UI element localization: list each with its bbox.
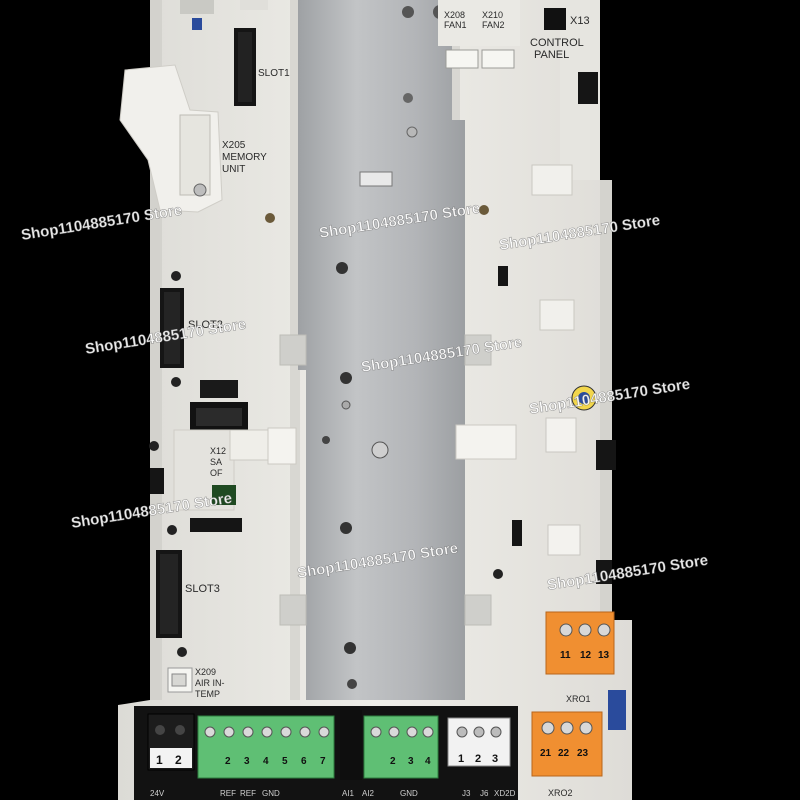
- x208-fan-label: FAN1: [444, 20, 467, 30]
- x12-label: X12: [210, 446, 226, 456]
- x13-connector: [544, 8, 566, 30]
- white-terminal: 1 2 3: [447, 717, 511, 767]
- xro2-pin-23: 23: [577, 748, 589, 759]
- black-terminal: 1 2: [147, 713, 195, 771]
- bottom-label-j6: J6: [480, 789, 489, 798]
- green1-pin-3: 3: [244, 756, 250, 767]
- xro2-pin-22: 22: [558, 748, 570, 759]
- x209-temp-label: TEMP: [195, 689, 220, 699]
- xro2-pin-21: 21: [540, 748, 552, 759]
- bottom-label-ref2: REF: [240, 789, 256, 798]
- x205-unit-label: UNIT: [222, 164, 245, 175]
- slot1-label: SLOT1: [258, 68, 290, 79]
- x205-memory-label: MEMORY: [222, 152, 267, 163]
- control-label: CONTROL: [530, 37, 584, 49]
- slot3-header: [156, 550, 182, 638]
- green-terminal-2: 2 3 4: [363, 715, 439, 779]
- green2-pin-3: 3: [408, 756, 414, 767]
- black-terminal-pin-2: 2: [175, 753, 182, 767]
- panel-label: PANEL: [534, 49, 569, 61]
- slot2-header: [160, 288, 184, 368]
- green1-pin-7: 7: [320, 756, 326, 767]
- x12-of-label: OF: [210, 468, 223, 478]
- xro1-label: XRO1: [566, 694, 591, 704]
- xro1-pin-11: 11: [560, 650, 571, 661]
- slot3-label: SLOT3: [185, 583, 220, 595]
- bottom-label-gnd1: GND: [262, 789, 280, 798]
- x210-label: X210: [482, 10, 503, 20]
- bottom-label-ai2: AI2: [362, 789, 375, 798]
- bottom-label-xd2d: XD2D: [494, 789, 516, 798]
- green1-pin-6: 6: [301, 756, 307, 767]
- x12-sa-label: SA: [210, 457, 222, 467]
- bottom-label-ref1: REF: [220, 789, 236, 798]
- xro1-pin-12: 12: [580, 650, 592, 661]
- xro2-label: XRO2: [548, 788, 573, 798]
- bottom-label-24v: 24V: [150, 789, 165, 798]
- xro2-terminal: 21 22 23: [531, 711, 603, 777]
- x13-label: X13: [570, 15, 590, 27]
- x209-air-label: AIR IN-: [195, 678, 225, 688]
- x210-fan-label: FAN2: [482, 20, 505, 30]
- memory-unit: [119, 64, 223, 213]
- green1-pin-5: 5: [282, 756, 288, 767]
- xro1-pin-13: 13: [598, 650, 610, 661]
- x209-label: X209: [195, 667, 216, 677]
- black-terminal-pin-1: 1: [156, 753, 163, 767]
- green2-pin-2: 2: [390, 756, 396, 767]
- x205-label: X205: [222, 140, 246, 151]
- white-pin-2: 2: [475, 753, 481, 765]
- bottom-label-ai1: AI1: [342, 789, 355, 798]
- white-pin-1: 1: [458, 753, 464, 765]
- green-terminal-1: 2 3 4 5 6 7: [197, 715, 335, 779]
- green2-pin-4: 4: [425, 756, 431, 767]
- slot2-label: SLOT2: [188, 319, 223, 331]
- slot1-header: [234, 28, 256, 106]
- x208-label: X208: [444, 10, 465, 20]
- bottom-label-gnd2: GND: [400, 789, 418, 798]
- xro1-terminal: 11 12 13: [545, 611, 615, 675]
- white-pin-3: 3: [492, 753, 498, 765]
- bottom-label-j3: J3: [462, 789, 471, 798]
- green1-pin-2: 2: [225, 756, 231, 767]
- metal-plate: [298, 0, 465, 700]
- green1-pin-4: 4: [263, 756, 269, 767]
